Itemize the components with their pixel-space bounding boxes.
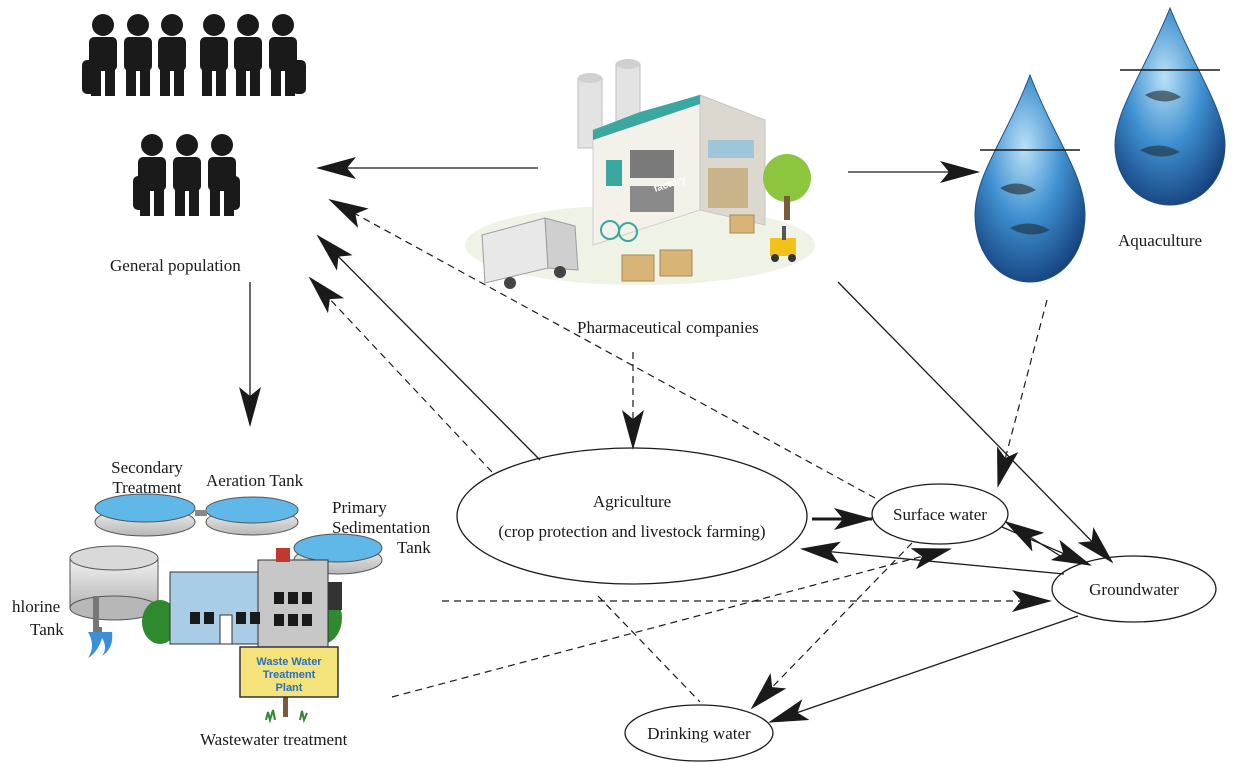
agriculture-label: Agriculture — [592, 492, 672, 511]
pharmaceutical-companies-label: Pharmaceutical companies — [577, 318, 759, 337]
dashed-aquaculture-to-surface-water — [997, 299, 1048, 488]
primary-sedimentation-label-line1: Primary — [332, 498, 387, 517]
primary-sedimentation-label-line3: Tank — [397, 538, 431, 557]
agriculture-node — [456, 447, 808, 585]
wastewater-plant-icon: Waste Water Treatment Plant — [69, 493, 383, 724]
dashed-arrows — [308, 199, 1052, 710]
surface-water-label: Surface water — [893, 505, 987, 524]
groundwater-node — [1051, 555, 1217, 623]
aquaculture-label: Aquaculture — [1118, 231, 1203, 250]
arrow-groundwater-to-drinking-water — [768, 615, 1079, 723]
dashed-surface-water-to-drinking-water — [750, 542, 913, 710]
plant-sign-line2: Treatment — [263, 669, 316, 681]
arrow-agriculture-to-population — [316, 234, 541, 461]
dashed-surface-water-to-population — [328, 199, 876, 499]
arrow-groundwater-to-surface-water — [1004, 520, 1071, 563]
drinking-water-label: Drinking water — [647, 724, 751, 743]
dashed-agriculture-to-drinking-water — [597, 595, 701, 703]
water-drop-icon — [974, 6, 1226, 283]
agriculture-sublabel: (crop protection and livestock farming) — [498, 522, 766, 541]
arrow-surface-water-to-groundwater — [1001, 526, 1092, 566]
chlorine-tank-label-line1: hlorine — [12, 597, 61, 616]
people-icon — [82, 14, 306, 216]
general-population-label: General population — [110, 256, 241, 275]
secondary-treatment-label-line2: Treatment — [112, 478, 182, 497]
plant-sign-line1: Waste Water — [256, 656, 322, 668]
arrow-groundwater-to-agriculture — [800, 541, 1065, 575]
dashed-agriculture-to-population — [308, 276, 493, 473]
wastewater-treatment-label: Wastewater treatment — [200, 730, 348, 749]
primary-sedimentation-label-line2: Sedimentation — [332, 518, 431, 537]
arrow-factory-to-groundwater — [837, 281, 1114, 564]
plant-sign-line3: Plant — [276, 682, 303, 694]
drinking-water-node — [624, 704, 774, 762]
secondary-treatment-label-line1: Secondary — [111, 458, 183, 477]
groundwater-label: Groundwater — [1089, 580, 1179, 599]
dashed-wastewater-to-surface-water — [391, 548, 952, 698]
aeration-tank-label: Aeration Tank — [206, 471, 304, 490]
chlorine-tank-label-line2: Tank — [30, 620, 64, 639]
factory-icon: factory — [465, 59, 815, 289]
